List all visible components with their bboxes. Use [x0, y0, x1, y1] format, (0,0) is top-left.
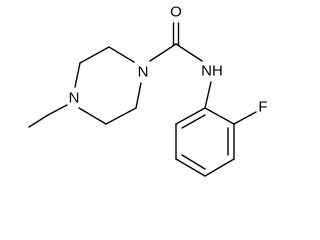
bond-ch2-to-ch3 [28, 114, 49, 128]
piperazine-n-bottom-label: N [69, 90, 80, 107]
fluorophenyl-ring [175, 107, 235, 177]
bond-ring-n4-c5 [78, 107, 107, 125]
bond-n-to-ch2 [47, 104, 68, 116]
bond-ar-1-2 [204, 107, 235, 125]
bond-ar-inner-3 [181, 114, 206, 129]
chemical-structure: O N N NH F [28, 4, 268, 177]
bond-ring-c3-n4 [74, 62, 81, 88]
bond-c-to-fluorine [233, 111, 257, 125]
bond-ring-c6-n1 [135, 82, 142, 109]
carbonyl-group [149, 22, 203, 62]
bond-nh-to-phenyl [204, 81, 212, 109]
bond-ar-6-1 [175, 107, 206, 125]
piperazine-n-top-label: N [138, 64, 149, 81]
bond-ring-c2-c3 [79, 46, 110, 64]
bond-ar-3-4 [204, 158, 235, 177]
bond-carbonyl-to-nh [175, 43, 203, 62]
piperazine-ring [74, 46, 142, 125]
bond-ring-c5-c6 [105, 107, 137, 125]
bond-ar-inner-2 [181, 154, 206, 170]
bond-carbonyl-to-piperazine-n [149, 43, 177, 62]
bond-ring-n1-c2 [108, 46, 135, 63]
bond-ar-4-5 [175, 158, 206, 177]
amide-nh-label: NH [201, 63, 223, 80]
oxygen-label: O [170, 4, 182, 21]
ethyl-group [28, 104, 68, 128]
fluorine-label: F [258, 99, 267, 116]
